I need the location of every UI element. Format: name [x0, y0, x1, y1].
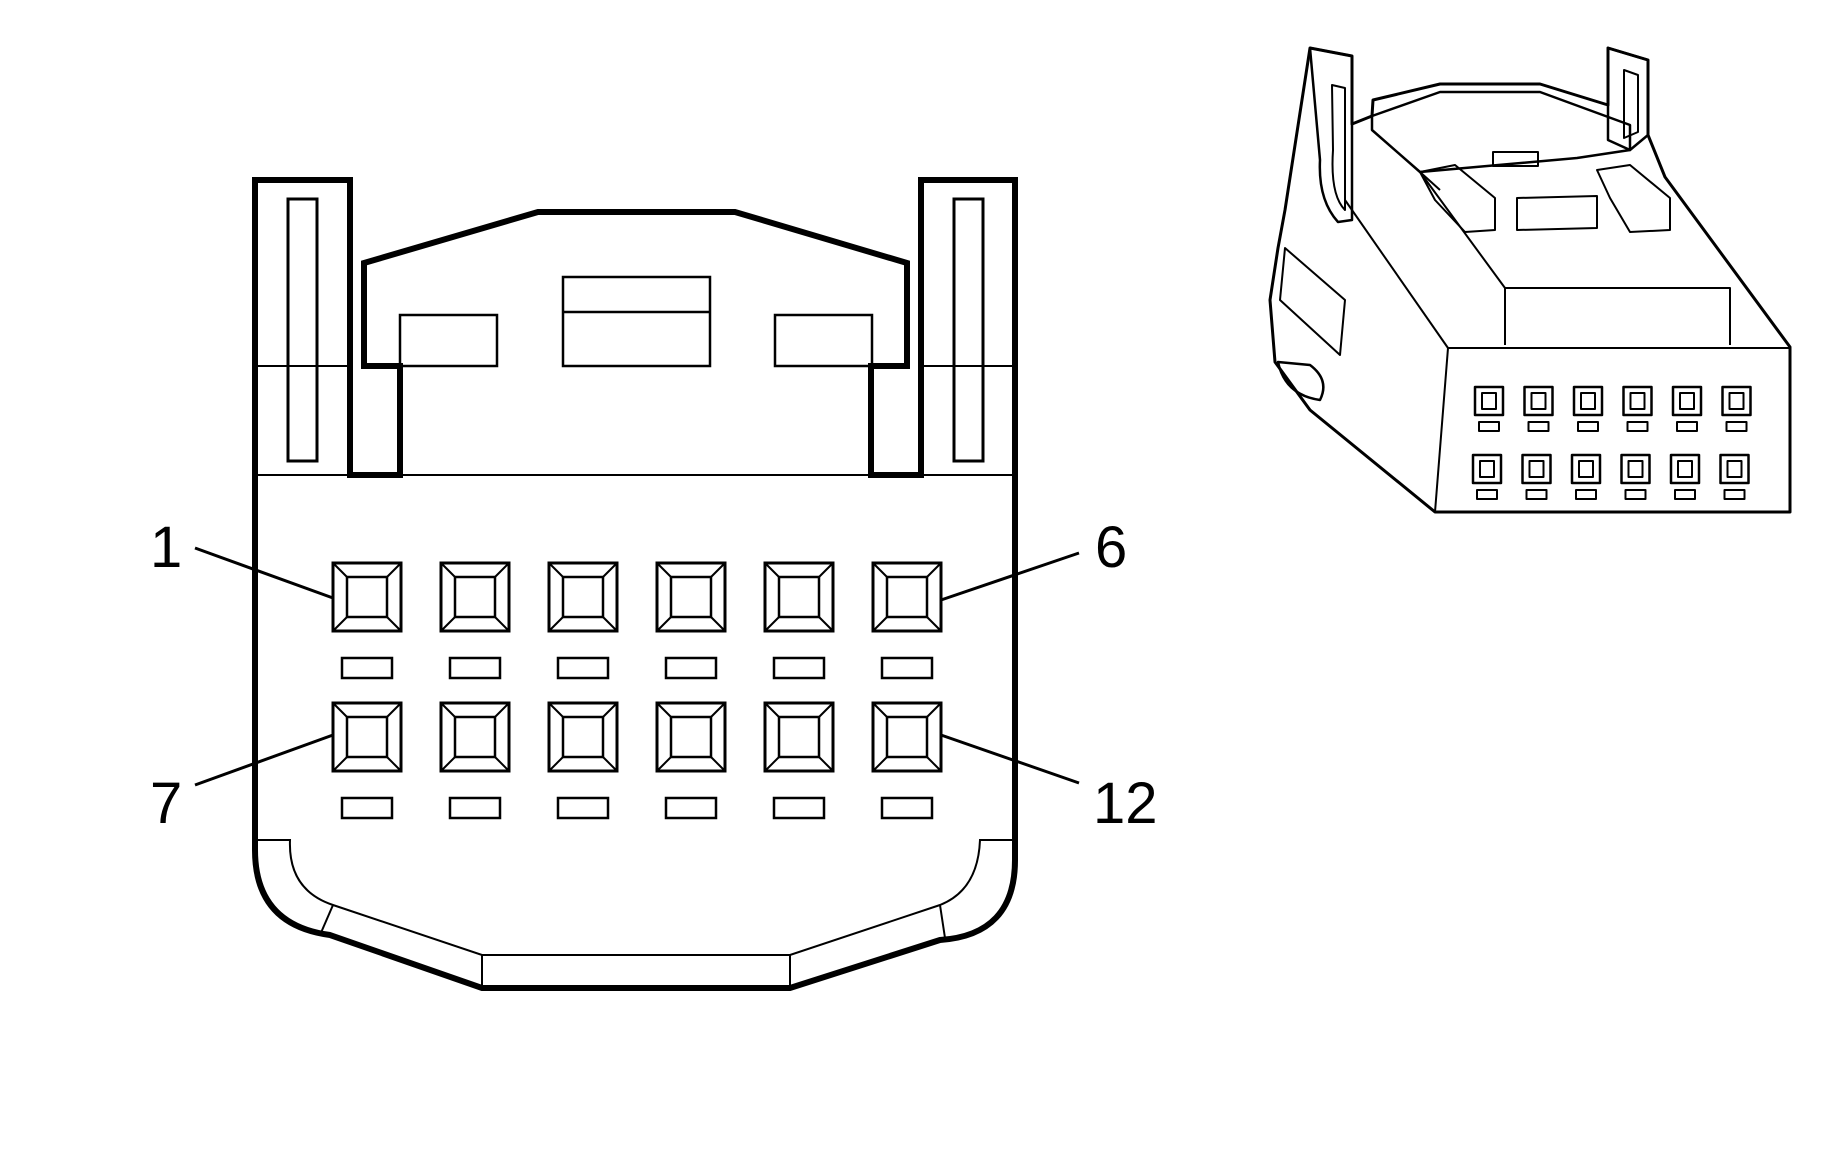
iso-pin-cavity-12: [1719, 453, 1750, 485]
front-pin-lock-2: [448, 656, 502, 680]
bottom-seg-1: [319, 904, 334, 936]
connector-isometric-view: [1268, 46, 1792, 514]
right-latch-slot: [952, 197, 985, 463]
iso-pin-lock-8: [1525, 489, 1548, 500]
iso-pin-lock-2: [1527, 421, 1550, 432]
iso-pin-cavity-2: [1523, 385, 1554, 417]
front-pin-lock-12: [880, 796, 934, 820]
iso-pin-lock-12: [1723, 489, 1746, 500]
iso-top-slot: [1492, 151, 1539, 167]
iso-right-latch: [1606, 46, 1650, 152]
left-latch-slot: [286, 197, 319, 463]
front-pin-cavities: [331, 561, 943, 820]
iso-pin-cavity-3: [1572, 385, 1604, 417]
iso-pin-cavity-4: [1622, 385, 1653, 417]
iso-lock-block-left: [1419, 164, 1496, 233]
iso-front-face: [1434, 347, 1791, 513]
front-pin-cavity-9: [547, 701, 619, 773]
front-pin-cavity-3: [547, 561, 619, 633]
iso-pin-cavity-7: [1471, 453, 1503, 485]
front-pin-cavity-11: [763, 701, 835, 773]
pin-label-1: 1: [150, 515, 182, 580]
connector-body-outline: [252, 177, 1018, 991]
pin-label-7: 7: [150, 771, 182, 836]
bottom-inner-outline: [255, 839, 1015, 956]
iso-lock-block-center: [1516, 195, 1598, 231]
front-pin-lock-4: [664, 656, 718, 680]
leader-line-pin-7: [194, 733, 334, 787]
leader-line-pin-12: [940, 733, 1080, 785]
front-pin-cavity-2: [439, 561, 511, 633]
iso-lock-block-right: [1596, 164, 1671, 233]
front-pin-cavity-5: [763, 561, 835, 633]
front-pin-cavity-6: [871, 561, 943, 633]
iso-pin-lock-4: [1626, 421, 1649, 432]
front-pin-cavity-1: [331, 561, 403, 633]
front-pin-cavity-7: [331, 701, 403, 773]
iso-pin-cavity-8: [1521, 453, 1552, 485]
iso-side-bump: [1276, 360, 1325, 402]
front-pin-lock-7: [340, 796, 394, 820]
front-pin-cavity-10: [655, 701, 727, 773]
front-pin-lock-9: [556, 796, 610, 820]
lock-block-center: [561, 275, 712, 368]
lock-block-right: [773, 313, 874, 368]
iso-side-guide: [1279, 247, 1346, 356]
iso-pin-lock-1: [1478, 421, 1500, 432]
iso-pin-cavity-1: [1473, 385, 1505, 417]
front-pin-lock-10: [664, 796, 718, 820]
iso-pin-lock-3: [1577, 421, 1599, 432]
iso-pin-lock-6: [1725, 421, 1748, 432]
iso-pin-lock-5: [1676, 421, 1698, 432]
iso-pin-cavities: [1471, 385, 1752, 500]
front-pin-lock-8: [448, 796, 502, 820]
iso-pin-cavity-6: [1721, 385, 1752, 417]
iso-pin-cavity-5: [1671, 385, 1703, 417]
bottom-seg-4: [939, 904, 946, 939]
front-pin-cavity-8: [439, 701, 511, 773]
front-pin-cavity-12: [871, 701, 943, 773]
iso-pin-lock-7: [1476, 489, 1498, 500]
front-pin-cavity-4: [655, 561, 727, 633]
front-pin-lock-1: [340, 656, 394, 680]
iso-pin-cavity-9: [1570, 453, 1602, 485]
front-pin-lock-5: [772, 656, 826, 680]
iso-pin-cavity-11: [1669, 453, 1701, 485]
iso-pin-lock-10: [1624, 489, 1647, 500]
iso-pin-lock-11: [1674, 489, 1696, 500]
leader-line-pin-6: [940, 551, 1080, 602]
front-pin-lock-6: [880, 656, 934, 680]
iso-left-latch-slot: [1331, 84, 1346, 211]
lock-block-left: [398, 313, 499, 368]
front-pin-lock-3: [556, 656, 610, 680]
iso-top-housing: [1370, 90, 1632, 174]
connector-front-view: [194, 177, 1080, 991]
iso-body-outline: [1268, 46, 1792, 514]
pin-label-12: 12: [1093, 771, 1158, 836]
iso-right-latch-slot: [1623, 69, 1639, 139]
iso-pin-cavity-10: [1620, 453, 1651, 485]
leader-line-pin-1: [194, 546, 334, 600]
front-pin-lock-11: [772, 796, 826, 820]
iso-face-top-edge: [1344, 199, 1449, 349]
pin-label-6: 6: [1095, 515, 1127, 580]
iso-pin-lock-9: [1575, 489, 1597, 500]
iso-left-latch: [1308, 46, 1354, 224]
